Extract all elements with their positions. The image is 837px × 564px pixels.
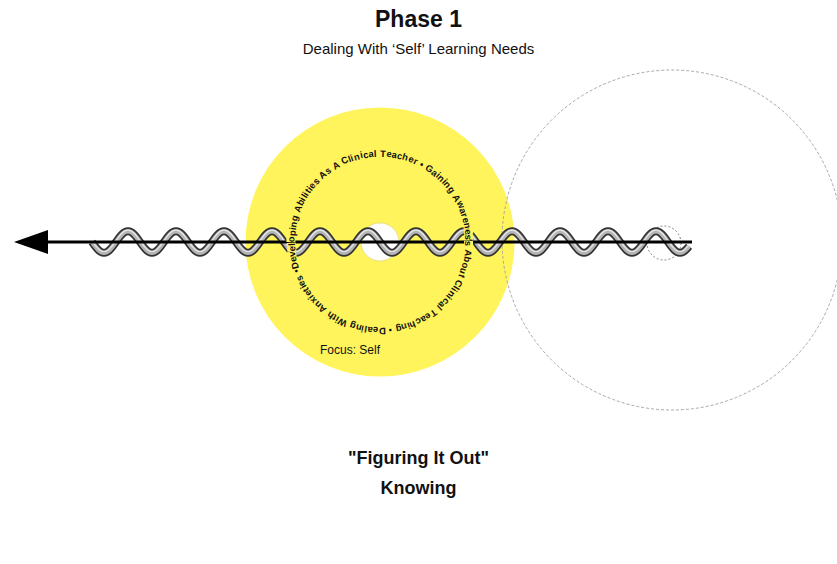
focus-circle: Developing Abilities As A Clinical Teach… xyxy=(245,107,515,377)
phase-caption: Knowing xyxy=(0,478,837,499)
focus-label: Focus: Self xyxy=(320,343,380,357)
diagram-title: Phase 1 xyxy=(0,6,837,33)
ring-letter: D xyxy=(379,326,386,336)
subtitle: Dealing With ‘Self’ Learning Needs xyxy=(0,40,837,57)
ring-letter: T xyxy=(380,149,386,159)
ring-letter: e xyxy=(287,245,297,251)
phase-caption: "Figuring It Out" xyxy=(0,448,837,469)
ring-letter: s xyxy=(464,241,473,246)
ring-letter: s xyxy=(464,235,474,241)
focus-disc xyxy=(246,108,515,377)
ring-letter: a xyxy=(367,325,373,335)
focus-hole xyxy=(361,223,399,261)
progress-arrow-head xyxy=(14,230,48,254)
ring-letter: o xyxy=(287,237,297,243)
ring-letter xyxy=(386,326,389,336)
progress-arrow-line xyxy=(40,241,692,244)
ring-letter: l xyxy=(287,243,296,246)
ring-text: Developing Abilities As A Clinical Teach… xyxy=(245,107,515,377)
ring-letter: e xyxy=(373,326,379,336)
